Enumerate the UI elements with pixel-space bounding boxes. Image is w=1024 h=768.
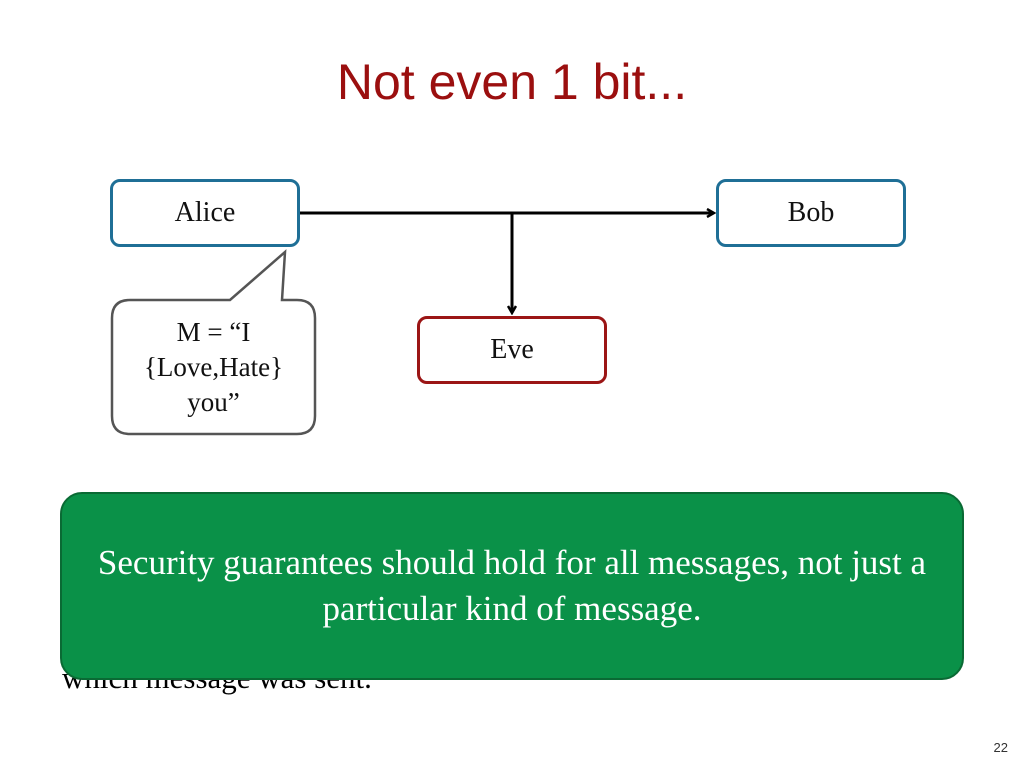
bob-node: Bob (716, 179, 906, 247)
page-number: 22 (993, 740, 1008, 755)
slide-title: Not even 1 bit... (336, 54, 688, 110)
bob-label: Bob (787, 197, 835, 228)
eve-node: Eve (417, 316, 607, 384)
message-callout-bubble (110, 249, 317, 436)
alice-label: Alice (174, 197, 236, 228)
security-guarantee-banner: Security guarantees should hold for all … (60, 492, 964, 680)
eve-label: Eve (490, 334, 534, 365)
banner-text: Security guarantees should hold for all … (97, 543, 927, 628)
alice-node: Alice (110, 179, 300, 247)
message-callout-text: M = “I {Love,Hate} you” (143, 316, 284, 417)
